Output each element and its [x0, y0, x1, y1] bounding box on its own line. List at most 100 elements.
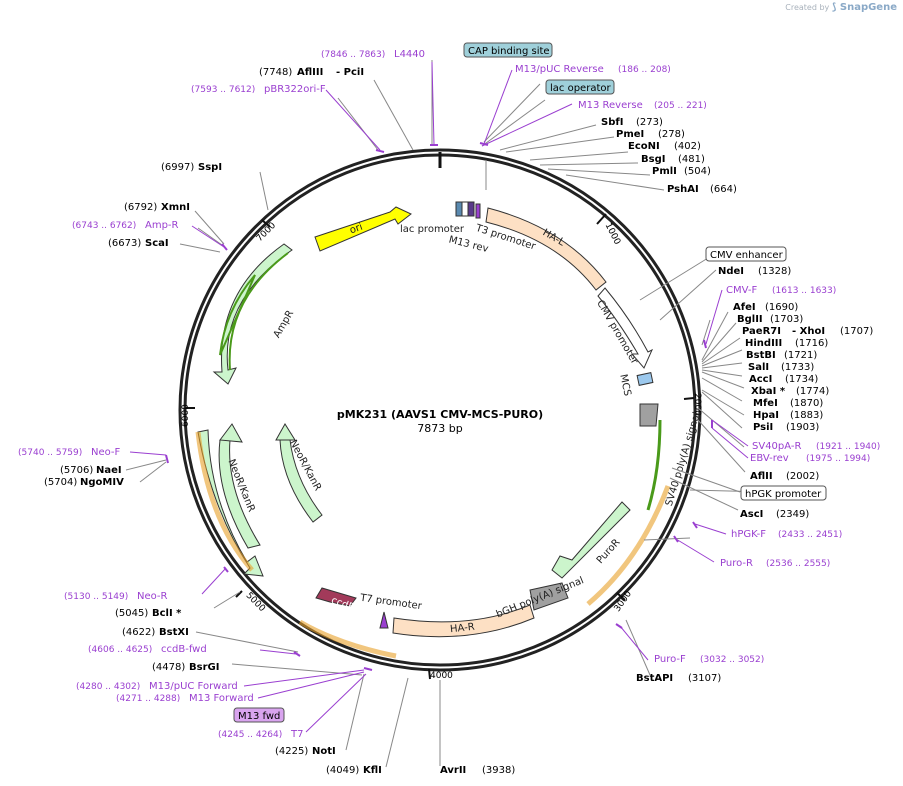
enz-psii-pos: (1903): [786, 422, 819, 433]
feature-puror[interactable]: [551, 501, 631, 579]
primer-m13puc-fwd-pos: (4280 .. 4302): [76, 682, 140, 692]
orf-green-right: [646, 419, 662, 511]
enz-sbfi-pos: (273): [636, 117, 663, 128]
enz-bsrgi-name: BsrGI: [189, 662, 219, 673]
primer-neof-pos: (5740 .. 5759): [18, 448, 82, 458]
feature-ccdb[interactable]: [315, 587, 357, 607]
feature-ori[interactable]: [314, 206, 412, 252]
enz-hindiii-name: HindIII: [745, 338, 782, 349]
feature-lac-promoter-label: lac promoter: [400, 224, 465, 235]
enz-acci-pos: (1734): [785, 374, 818, 385]
primer-neof-name: Neo-F: [91, 447, 121, 458]
enz-bstbi-name: BstBI: [746, 350, 776, 361]
primer-m13puc-rev-name: M13/pUC Reverse: [515, 64, 604, 75]
plasmid-name: pMK231 (AAVS1 CMV-MCS-PURO): [337, 408, 543, 421]
enz-econi-name: EcoNI: [628, 141, 660, 152]
ccdb-highlight: [298, 619, 397, 659]
enz-ngomiv-name: NgoMIV: [80, 477, 124, 488]
feature-mcs-label: MCS: [617, 373, 632, 397]
enz-xmni-pos: (6792): [124, 202, 157, 213]
enz-aflii-pos: (2002): [786, 471, 819, 482]
enz-mfei-pos: (1870): [790, 398, 823, 409]
feature-lac-operator[interactable]: [467, 201, 475, 217]
enz-paer7i-name: PaeR7I: [742, 326, 781, 337]
enz-bcli-name: BclI *: [152, 608, 182, 619]
primer-ccdb-pos: (4606 .. 4625): [88, 645, 152, 655]
enz-ndei-name: NdeI: [718, 266, 744, 277]
primer-m13-fwd-pos: (4271 .. 4288): [116, 694, 180, 704]
primer-ccdb-name: ccdB-fwd: [161, 644, 207, 655]
enz-hpai-pos: (1883): [790, 410, 823, 421]
puror-highlight: [586, 485, 671, 606]
snapgene-logo: ⟆ SnapGene: [831, 2, 897, 13]
feature-hal[interactable]: [485, 207, 607, 291]
primer-m13-fwd-name: M13 Forward: [189, 693, 254, 704]
enz-bstxi-pos: (4622): [122, 627, 155, 638]
credit-brand: SnapGene: [839, 2, 897, 13]
tick-3000: [616, 592, 626, 601]
enz-pmei-pos: (278): [658, 129, 685, 140]
enz-sali-pos: (1733): [781, 362, 814, 373]
enz-sbfi-name: SbfI: [601, 117, 623, 128]
primer-marks: [165, 142, 713, 671]
enz-bstapi-name: BstAPI: [636, 673, 673, 684]
primer-ampr-name: Amp-R: [145, 220, 179, 231]
enz-pshai-name: PshAI: [667, 184, 699, 195]
feature-neor1[interactable]: [218, 439, 261, 549]
primer-m13-rev-name: M13 Reverse: [578, 100, 643, 111]
plasmid-length: 7873 bp: [417, 422, 462, 435]
feature-t7[interactable]: [379, 611, 389, 629]
tick-label-1000: 1000: [603, 221, 622, 246]
enz-mfei-name: MfeI: [753, 398, 778, 409]
enz-xmni-name: XmnI: [161, 202, 190, 213]
enz-bstxi-name: BstXI: [159, 627, 189, 638]
tick-5000: [235, 590, 243, 598]
tick-7000: [261, 219, 271, 228]
primer-ebvrev-name: EBV-rev: [750, 453, 789, 464]
enz-pcil-name: - PciI: [336, 67, 364, 78]
enz-afei-pos: (1690): [765, 302, 798, 313]
feature-m13-rev[interactable]: [475, 203, 481, 219]
enz-bstbi-pos: (1721): [784, 350, 817, 361]
enz-avrii-name: AvrII: [440, 765, 466, 776]
feature-neor2[interactable]: [279, 439, 323, 523]
feature-har-label: HA-R: [450, 622, 476, 636]
primer-m13puc-fwd-name: M13/pUC Forward: [149, 681, 238, 692]
enz-bsrgi-pos: (4478): [152, 662, 185, 673]
box-lac-operator[interactable]: [545, 79, 615, 95]
box-cmv-enhancer[interactable]: [705, 246, 787, 262]
feature-mcs[interactable]: [636, 372, 654, 386]
enz-noti-pos: (4225): [275, 746, 308, 757]
enz-asci-pos: (2349): [776, 509, 809, 520]
primer-sv40r-name: SV40pA-R: [752, 441, 801, 452]
feature-sv40[interactable]: [639, 403, 659, 427]
neor2-head: [275, 423, 296, 441]
enz-naei-name: NaeI: [96, 465, 122, 476]
enz-xhoi-name: - XhoI: [792, 326, 825, 337]
box-cmv-enhancer-label: CMV enhancer: [710, 250, 784, 261]
enz-naei-pos: (5706): [60, 465, 93, 476]
enz-kfli-pos: (4049): [326, 765, 359, 776]
feature-t7-promoter-label: T7 promoter: [358, 593, 423, 613]
primer-sv40r-pos: (1921 .. 1940): [816, 442, 880, 452]
feature-bgh[interactable]: [529, 582, 569, 611]
enz-scai-name: ScaI: [145, 238, 169, 249]
enz-bstapi-pos: (3107): [688, 673, 721, 684]
enz-noti-name: NotI: [312, 746, 336, 757]
leader-lines: [125, 60, 767, 768]
box-m13-fwd[interactable]: [233, 707, 285, 723]
primer-t7-name: T7: [290, 729, 303, 740]
enz-hindiii-pos: (1716): [795, 338, 828, 349]
enz-paer7i-pos: (1707): [840, 326, 873, 337]
primer-cmvf-pos: (1613 .. 1633): [772, 286, 836, 296]
enz-asci-name: AscI: [740, 509, 763, 520]
primer-m13-rev-pos: (205 .. 221): [654, 101, 707, 111]
enz-pmli-pos: (504): [684, 166, 711, 177]
box-hpgk-promoter[interactable]: [740, 485, 827, 501]
feature-cmv-promoter[interactable]: [597, 287, 654, 369]
box-cap[interactable]: [463, 42, 553, 58]
feature-cap[interactable]: [455, 201, 463, 217]
feature-har[interactable]: [392, 604, 535, 638]
feature-lac-promoter[interactable]: [461, 201, 469, 217]
primer-pbr322-name: pBR322ori-F: [264, 84, 326, 95]
